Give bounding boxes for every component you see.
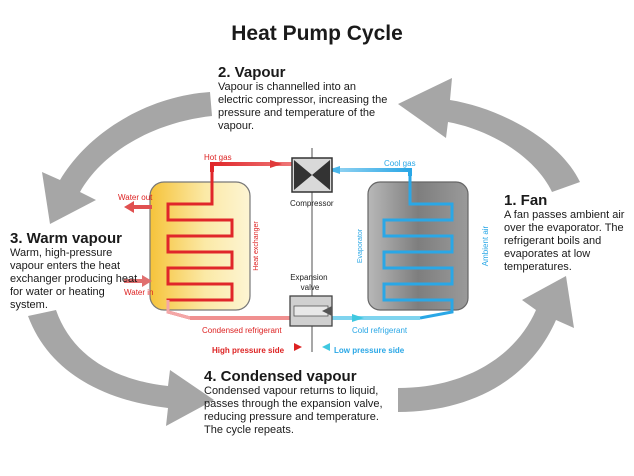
high-pressure-side-label: High pressure side (212, 346, 285, 355)
page-title: Heat Pump Cycle (231, 22, 403, 45)
cool-gas-label: Cool gas (384, 159, 416, 168)
heat-exchanger-label: Heat exchanger (253, 221, 260, 271)
cold-refrigerant-label: Cold refrigerant (352, 326, 408, 335)
step-3-heading: 3. Warm vapour (10, 230, 122, 247)
cycle-arrow-bottom-right (398, 276, 574, 412)
step-3-body: Warm, high-pressure vapour enters the he… (10, 247, 138, 311)
compressor-label: Compressor (290, 199, 334, 208)
cool-gas-pipe (326, 168, 412, 176)
step-4-body: Condensed vapour returns to liquid, pass… (204, 385, 383, 436)
low-pressure-arrow (322, 343, 330, 351)
expansion-label-line1: Expansion (290, 273, 327, 282)
compressor (291, 157, 333, 193)
water-in-label: Water in (124, 288, 154, 297)
high-pressure-arrow (294, 343, 302, 351)
expansion-valve-label: Expansion valve (290, 273, 330, 292)
step-1-block: 1. Fan A fan passes ambient air over the… (504, 192, 628, 274)
water-out-arrow (124, 201, 152, 213)
condensed-refrigerant-label: Condensed refrigerant (202, 326, 282, 335)
cycle-arrow-top-right (398, 78, 580, 192)
cycle-arrow-bottom-left (28, 310, 214, 426)
evaporator-label: Evaporator (357, 228, 364, 263)
water-out-label: Water out (118, 193, 153, 202)
step-2-block: 2. Vapour Vapour is channelled into an e… (218, 64, 388, 133)
hot-gas-pipe (210, 162, 300, 172)
step-4-heading: 4. Condensed vapour (204, 368, 357, 385)
step-3-block: 3. Warm vapour Warm, high-pressure vapou… (10, 230, 138, 312)
step-1-body: A fan passes ambient air over the evapor… (504, 209, 625, 273)
cycle-arrow-top-left (42, 92, 212, 224)
hot-gas-label: Hot gas (204, 153, 232, 162)
hot-coil (166, 170, 234, 320)
ambient-air-label: Ambient air (481, 225, 490, 266)
heat-exchanger: Heat exchanger (149, 170, 260, 320)
expansion-valve (289, 295, 333, 327)
step-2-body: Vapour is channelled into an electric co… (218, 81, 388, 132)
cold-coil (382, 170, 454, 320)
step-1-heading: 1. Fan (504, 192, 548, 209)
low-pressure-side-label: Low pressure side (334, 346, 405, 355)
water-in-arrow (124, 275, 152, 287)
step-4-block: 4. Condensed vapour Condensed vapour ret… (204, 368, 394, 437)
expansion-label-line2: valve (301, 283, 320, 292)
evaporator: Evaporator Ambient air (357, 170, 490, 320)
cycle-arrows (28, 78, 580, 426)
step-2-heading: 2. Vapour (218, 64, 286, 81)
